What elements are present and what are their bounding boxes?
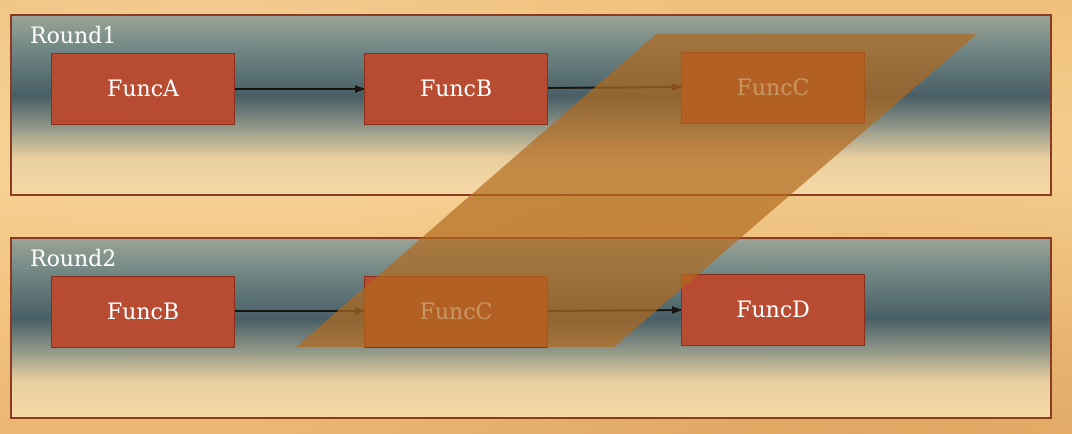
- round2-func-d-box: FuncD: [681, 274, 865, 346]
- round1-label: Round1: [30, 24, 117, 49]
- round2-func-c-box: FuncC: [364, 276, 548, 348]
- round1-func-c-box: FuncC: [681, 52, 865, 124]
- round1-func-a-box: FuncA: [51, 53, 235, 125]
- arrow-r1-b-c: [546, 83, 682, 92]
- arrow-r2-c-d: [546, 306, 682, 315]
- round2-func-b-box: FuncB: [51, 276, 235, 348]
- round1-func-b-box: FuncB: [364, 53, 548, 125]
- round2-label: Round2: [30, 247, 117, 272]
